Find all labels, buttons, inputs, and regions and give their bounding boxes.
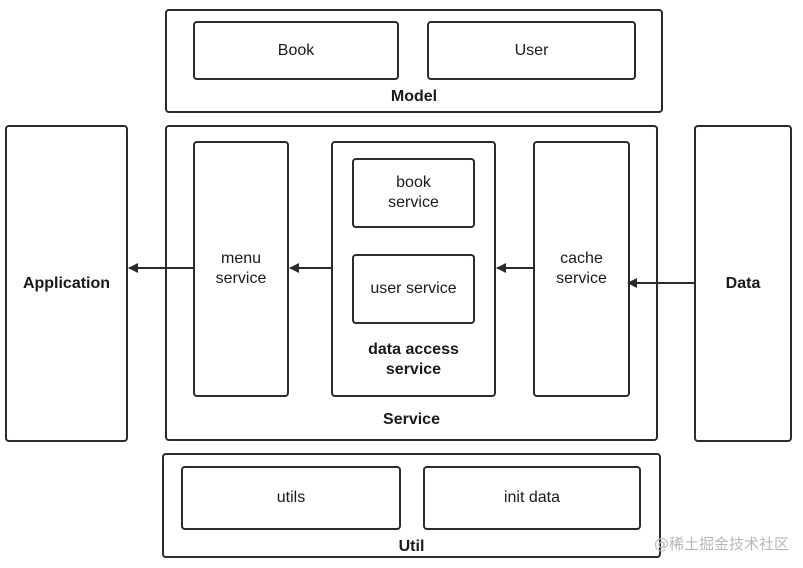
book-service-box	[352, 158, 475, 228]
data-label: Data	[725, 274, 761, 292]
utils-label: utils	[276, 489, 306, 506]
util-group-title: Util	[398, 538, 425, 555]
user-model-label: User	[514, 41, 549, 59]
book-model-label: Book	[277, 41, 315, 59]
book-model-box	[193, 21, 399, 80]
menu-service-box	[193, 141, 289, 397]
data-access-service-title: data access service	[368, 341, 459, 378]
book-service-label: book service	[388, 174, 439, 211]
service-group-title: Service	[383, 411, 440, 428]
application-label: Application	[22, 274, 111, 292]
init-data-box	[423, 466, 641, 530]
init-data-label: init data	[503, 489, 561, 506]
data-box	[694, 125, 792, 442]
user-service-label: user service	[370, 280, 457, 297]
watermark: @稀土掘金技术社区	[653, 535, 789, 553]
utils-box	[181, 466, 401, 530]
user-model-box	[427, 21, 636, 80]
user-service-box	[352, 254, 475, 324]
model-group-title: Model	[390, 88, 438, 105]
application-box	[5, 125, 128, 442]
cache-service-box	[533, 141, 630, 397]
menu-service-label: menu service	[215, 250, 267, 287]
cache-service-label: cache service	[556, 250, 607, 287]
